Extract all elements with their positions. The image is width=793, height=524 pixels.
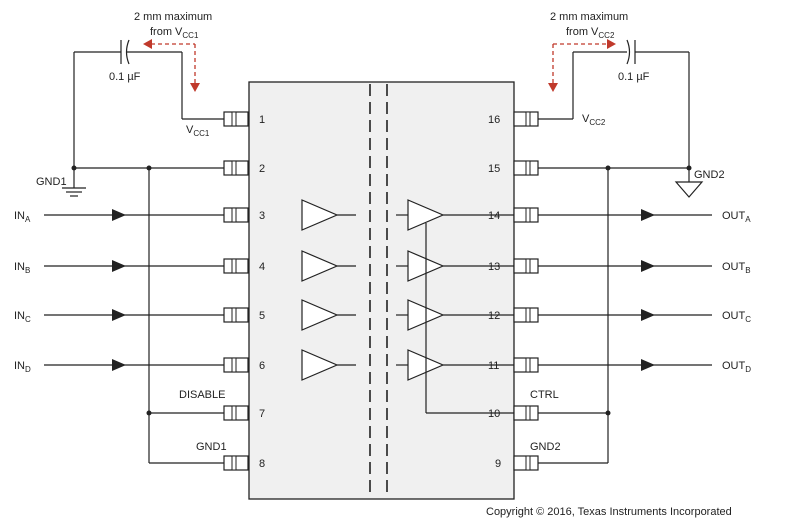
gnd2-label: GND2 [694,169,725,181]
output-buffer-a [407,199,445,231]
copyright-notice: Copyright © 2016, Texas Instruments Inco… [486,506,732,518]
pin-number-1: 1 [259,114,265,126]
input-label-d: IND [14,360,31,374]
output-label-c: OUTC [722,310,751,324]
output-buffers [396,199,514,414]
pin-number-11: 11 [488,360,499,372]
input-label-a: INA [14,210,31,224]
output-label-a: OUTA [722,210,751,224]
pin-number-16: 16 [488,114,500,126]
input-lines [44,209,224,371]
gnd2-pin9-label: GND2 [530,441,561,453]
pin-number-9: 9 [495,458,501,470]
input-label-b: INB [14,261,30,275]
left-capacitor-value: 0.1 µF [109,71,141,83]
pin-number-3: 3 [259,210,265,222]
pin-number-14: 14 [488,210,500,222]
distance-markers [143,39,616,92]
pin-number-15: 15 [488,163,500,175]
output-label-d: OUTD [722,360,751,374]
input-buffer-d [301,349,339,381]
input-buffer-a [301,199,339,231]
left-distance-note-line2: from VCC1 [150,26,199,40]
input-buffer-b [301,250,339,282]
pin-number-12: 12 [488,310,500,322]
output-label-b: OUTB [722,261,751,275]
pin-number-7: 7 [259,408,265,420]
pin-number-13: 13 [488,261,500,273]
pin-number-10: 10 [488,408,500,420]
right-capacitor-value: 0.1 µF [618,71,650,83]
pin-number-5: 5 [259,310,265,322]
pin-numbers: 1 2 3 4 5 6 7 8 16 15 14 13 12 11 10 9 [259,114,501,470]
right-distance-note-line1: 2 mm maximum [550,11,628,23]
output-lines [538,209,712,371]
gnd1-label: GND1 [36,176,67,188]
input-buffer-c [301,299,339,331]
pin-number-8: 8 [259,458,265,470]
right-wiring [538,39,704,464]
pin-number-4: 4 [259,261,265,273]
left-pins [223,111,249,471]
input-buffers [301,199,356,381]
ctrl-label: CTRL [530,389,559,401]
right-distance-note-line2: from VCC2 [566,26,615,40]
left-distance-note-line1: 2 mm maximum [134,11,212,23]
disable-label: DISABLE [179,389,225,401]
gnd1-pin8-label: GND1 [196,441,227,453]
pin-number-6: 6 [259,360,265,372]
vcc2-label: VCC2 [582,113,606,127]
pin-number-2: 2 [259,163,265,175]
vcc1-label: VCC1 [186,124,210,138]
ic-package [248,81,515,500]
input-label-c: INC [14,310,31,324]
right-pins [513,111,539,471]
